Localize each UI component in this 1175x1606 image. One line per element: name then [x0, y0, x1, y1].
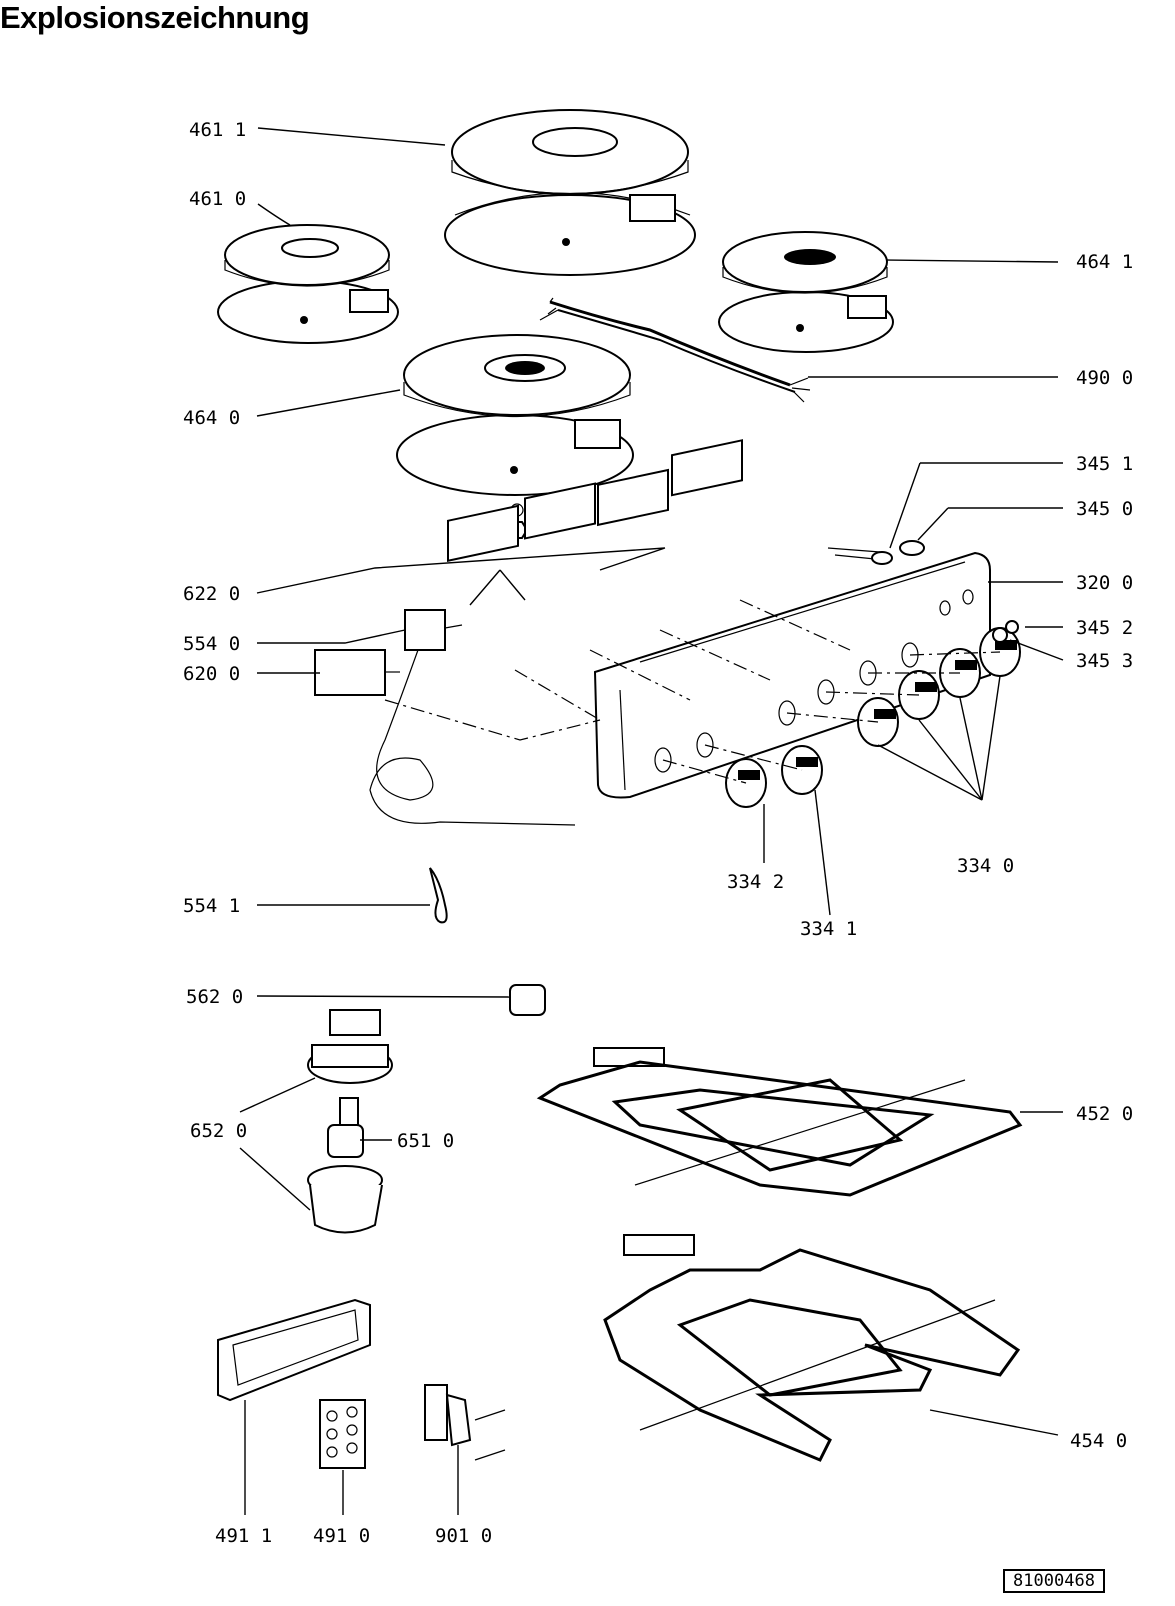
part-label-461-0: 461 0 — [189, 188, 246, 210]
grill-element-drawing — [536, 1047, 1023, 1197]
part-label-562-0: 562 0 — [186, 986, 243, 1008]
part-label-622-0: 622 0 — [183, 583, 240, 605]
hotplate-rapid-front-drawing — [396, 334, 634, 539]
part-label-464-1: 464 1 — [1076, 251, 1133, 273]
page-title: Explosionszeichnung — [0, 0, 310, 35]
part-label-554-1: 554 1 — [183, 895, 240, 917]
part-label-620-0: 620 0 — [183, 663, 240, 685]
part-label-334-2: 334 2 — [727, 871, 784, 893]
part-label-452-0: 452 0 — [1076, 1103, 1133, 1125]
hotplate-small-left-drawing — [217, 224, 399, 344]
leader-lines — [239, 127, 1064, 1515]
part-label-345-1: 345 1 — [1076, 453, 1133, 475]
part-label-454-0: 454 0 — [1070, 1430, 1127, 1452]
part-label-345-3: 345 3 — [1076, 650, 1133, 672]
part-label-554-0: 554 0 — [183, 633, 240, 655]
bottom-heating-element-drawing — [603, 1234, 1021, 1462]
part-label-461-1: 461 1 — [189, 119, 246, 141]
part-label-334-1: 334 1 — [800, 918, 857, 940]
terminal-block-drawing — [319, 1399, 366, 1469]
part-label-320-0: 320 0 — [1076, 572, 1133, 594]
terminal-cover-drawing — [217, 1298, 371, 1402]
hotplate-large-drawing — [444, 109, 696, 276]
part-label-464-0: 464 0 — [183, 407, 240, 429]
oven-lamp-drawing — [307, 1009, 393, 1234]
indicator-lamps-drawing — [827, 540, 1019, 643]
part-label-334-0: 334 0 — [957, 855, 1014, 877]
part-label-901-0: 901 0 — [435, 1525, 492, 1547]
cable-clamp-drawing — [424, 1384, 506, 1461]
part-label-491-1: 491 1 — [215, 1525, 272, 1547]
energy-regulators-drawing — [447, 439, 851, 721]
part-label-652-0: 652 0 — [190, 1120, 247, 1142]
part-label-345-0: 345 0 — [1076, 498, 1133, 520]
hotplate-rapid-right-drawing — [718, 231, 894, 353]
part-label-490-0: 490 0 — [1076, 367, 1133, 389]
cable-harness-drawing — [539, 297, 811, 403]
selector-switch-drawing — [314, 649, 601, 741]
thermostat-drawing — [369, 609, 576, 924]
part-label-651-0: 651 0 — [397, 1130, 454, 1152]
part-label-491-0: 491 0 — [313, 1525, 370, 1547]
part-labels: 461 1 461 0 464 1 490 0 464 0 345 1 345 … — [183, 119, 1133, 1547]
document-code: 81000468 — [1003, 1569, 1105, 1593]
part-label-345-2: 345 2 — [1076, 617, 1133, 639]
thermal-fuse-drawing — [509, 984, 546, 1016]
